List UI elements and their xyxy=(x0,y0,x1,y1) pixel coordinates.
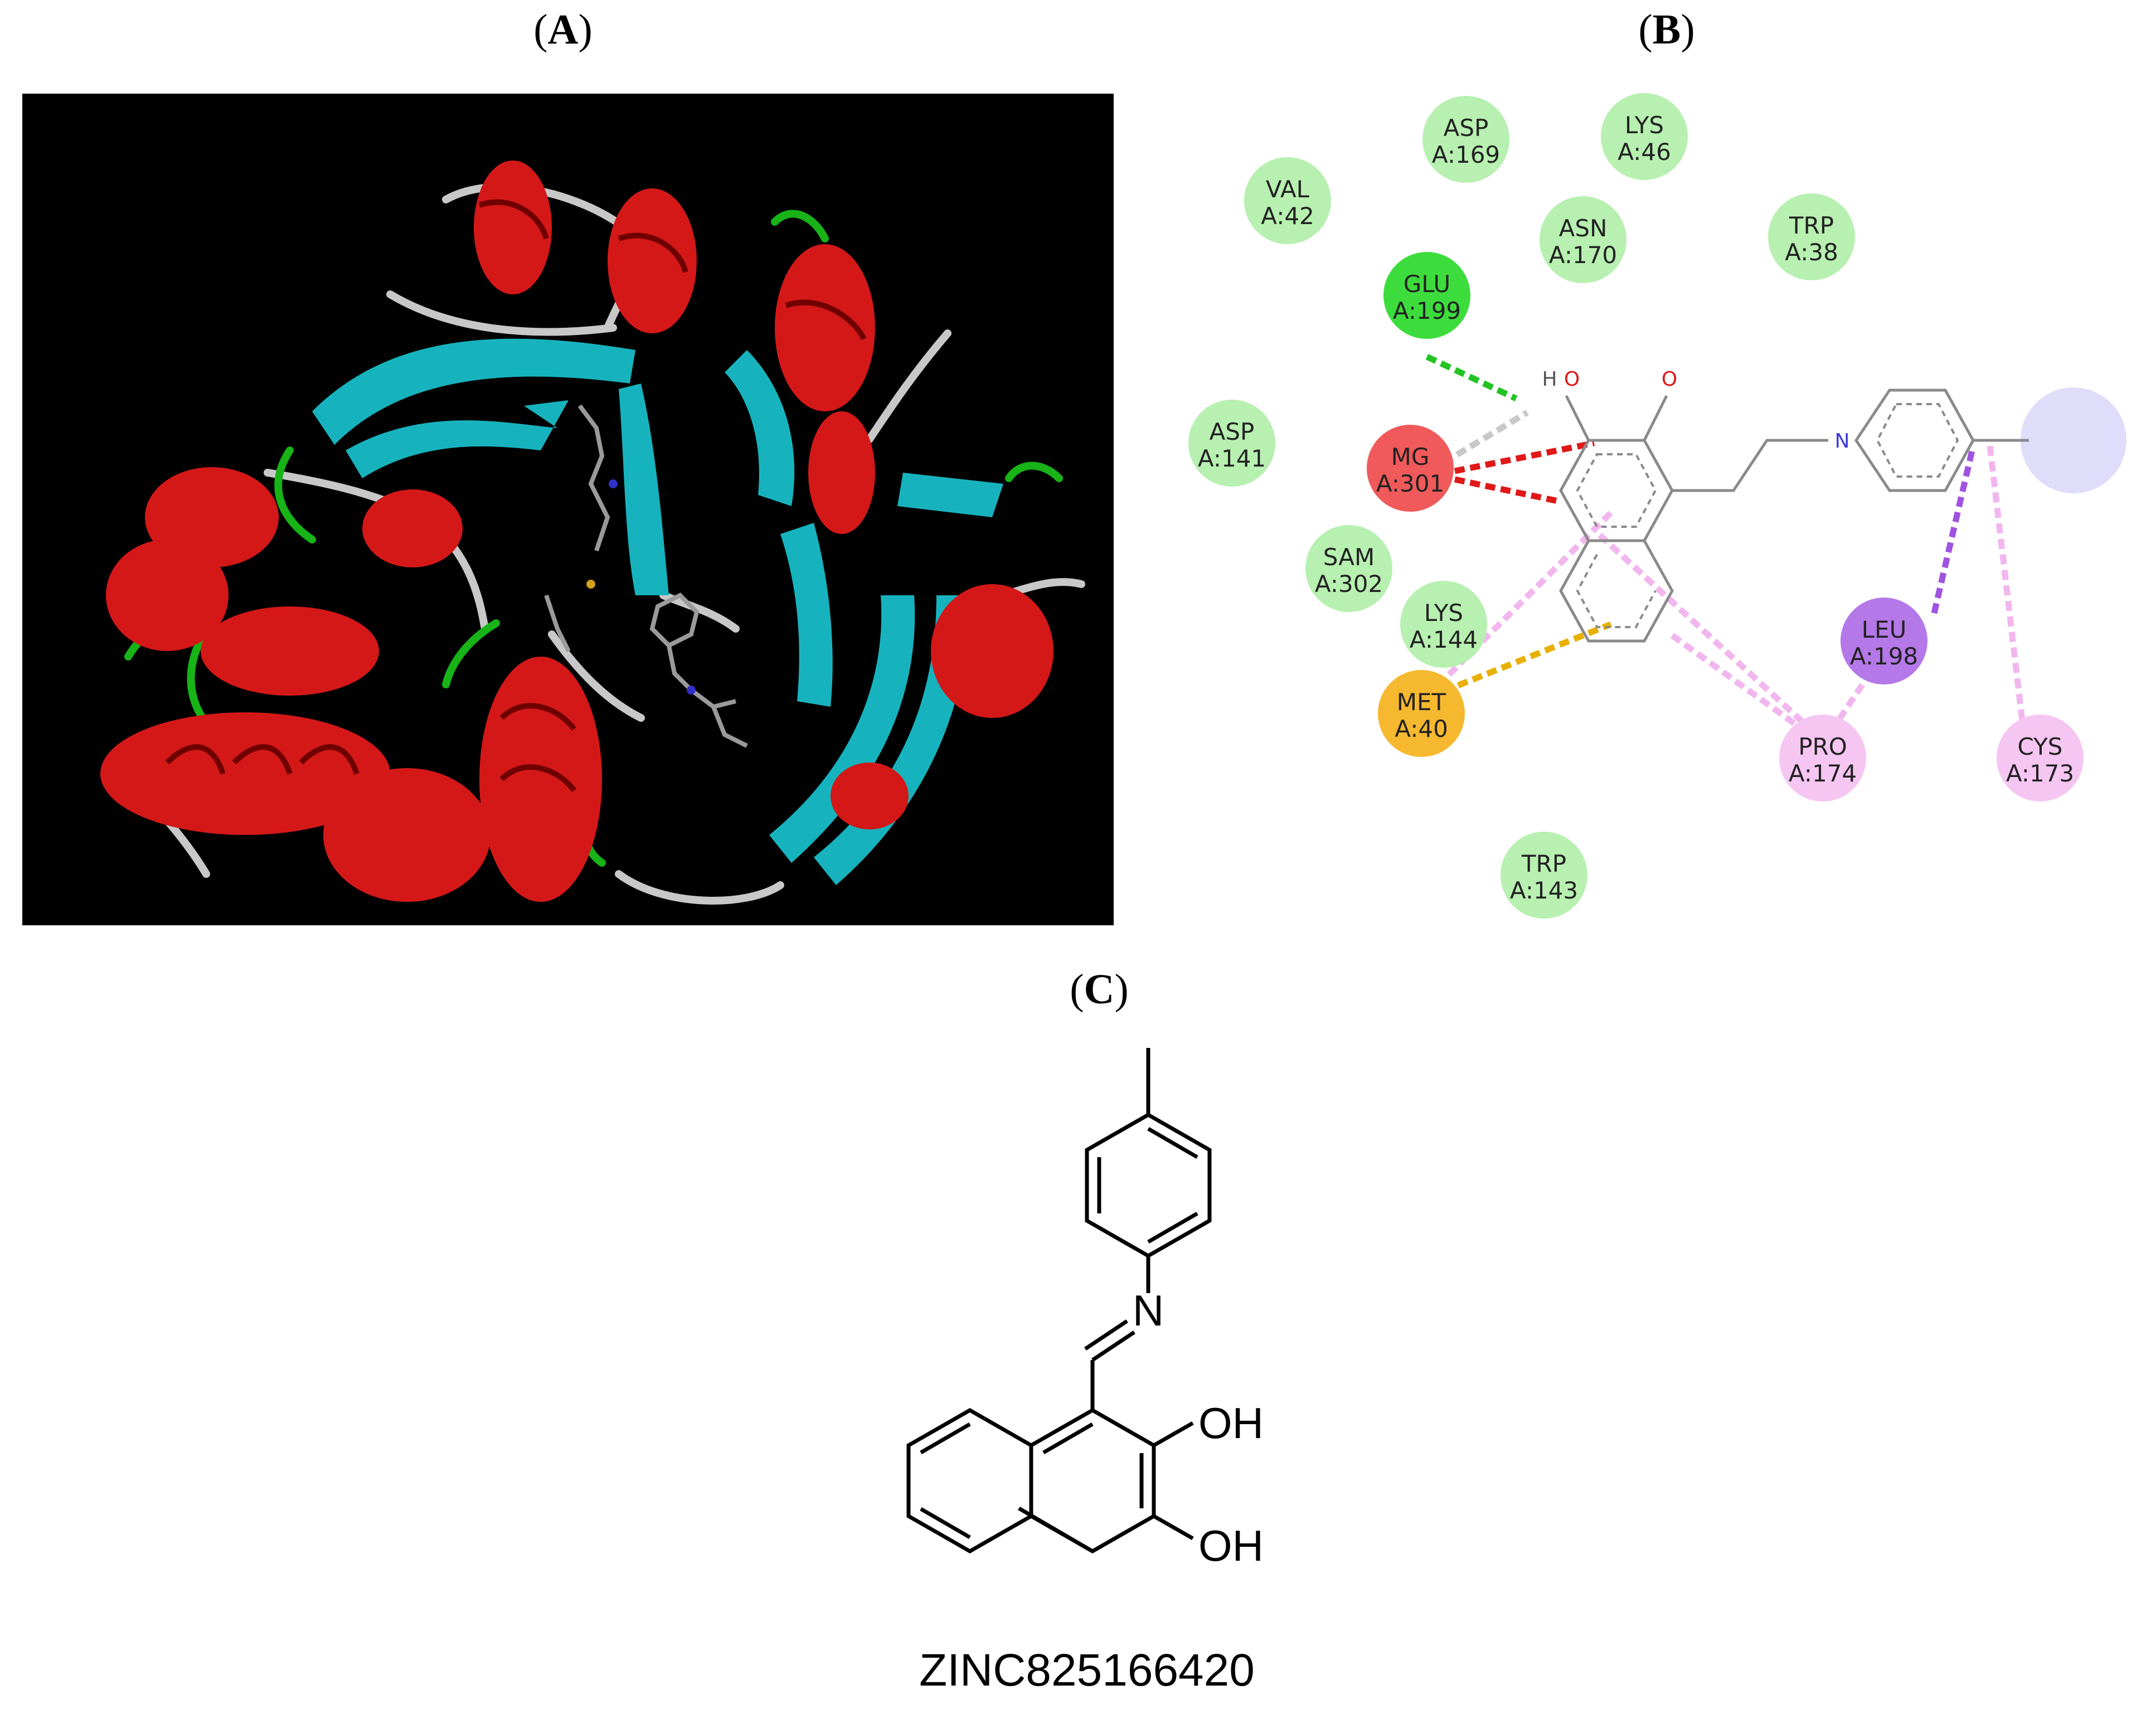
helix-shading xyxy=(165,199,867,793)
residue-location: A:169 xyxy=(1432,141,1500,168)
residue-name: LEU xyxy=(1862,616,1907,643)
panel-c-label: (C) xyxy=(1070,966,1129,1013)
residue-location: A:170 xyxy=(1549,241,1617,269)
residue-disc xyxy=(1244,157,1331,244)
residue-disc xyxy=(1367,425,1454,512)
residue-name: MG xyxy=(1391,443,1430,470)
residue-name: TRP xyxy=(1789,212,1834,239)
residue-disc xyxy=(1768,193,1855,280)
alpha-helices xyxy=(100,161,1053,902)
residue-name: LYS xyxy=(1424,599,1463,627)
residue-disc xyxy=(1501,832,1587,919)
compound-id-label: ZINC825166420 xyxy=(919,1645,1255,1696)
residue-name: VAL xyxy=(1266,176,1310,203)
pi-alkyl-line-cys xyxy=(1987,445,2027,731)
residue-location: A:174 xyxy=(1789,760,1857,787)
residue-name: PRO xyxy=(1798,733,1847,760)
residue-location: A:141 xyxy=(1198,445,1266,472)
residue-location: A:301 xyxy=(1376,470,1444,497)
residue-name: MET xyxy=(1397,688,1446,716)
residue-name: LYS xyxy=(1625,111,1664,139)
pi-alkyl-line-pro-2 xyxy=(1670,633,1814,739)
nitrogen-label: N xyxy=(1133,1286,1164,1335)
residue-mg301: MGA:301 xyxy=(1367,425,1454,512)
residue-location: A:46 xyxy=(1618,138,1671,166)
interaction-lines xyxy=(1425,354,2027,739)
residue-disc xyxy=(1841,598,1927,684)
residue-location: A:198 xyxy=(1850,643,1918,670)
residue-name: CYS xyxy=(2018,733,2063,760)
pi-sulfur-line xyxy=(1442,621,1613,695)
atom-o2: O xyxy=(1662,368,1677,391)
residue-location: A:42 xyxy=(1261,202,1314,230)
atom-h: H xyxy=(1542,368,1557,391)
pi-sigma-line-leu xyxy=(1931,445,1977,614)
panel-b-letter: B xyxy=(1652,6,1681,53)
residue-location: A:302 xyxy=(1315,570,1383,598)
residue-location: A:40 xyxy=(1395,715,1448,742)
residue-disc xyxy=(1779,715,1866,802)
sulfur-atoms xyxy=(586,580,595,589)
residue-disc xyxy=(1997,715,2084,802)
residue-location: A:38 xyxy=(1785,239,1838,266)
hydroxyl-bottom-label: OH xyxy=(1198,1521,1264,1570)
metal-line-1 xyxy=(1454,440,1595,474)
panel-a-letter: A xyxy=(547,6,579,53)
residue-disc xyxy=(1601,93,1688,180)
residue-name: SAM xyxy=(1323,543,1375,571)
carbon-hbond-line-mg301 xyxy=(1442,410,1529,465)
panel-b-label: (B) xyxy=(1638,6,1695,53)
residue-location: A:173 xyxy=(2006,760,2074,787)
atom-o1: O xyxy=(1564,368,1580,391)
residue-location: A:199 xyxy=(1393,297,1461,324)
hbond-line-glu199 xyxy=(1425,354,1518,401)
residue-disc xyxy=(1383,252,1470,339)
residue-disc xyxy=(1400,581,1487,668)
hydroxyl-top-label: OH xyxy=(1198,1399,1264,1448)
residue-name: ASN xyxy=(1559,215,1608,242)
residue-name: ASP xyxy=(1210,418,1255,445)
residue-disc xyxy=(1305,525,1392,612)
panel-a-label: (A) xyxy=(533,6,593,53)
beta-strands xyxy=(312,338,1003,885)
panel-c-letter: C xyxy=(1084,966,1115,1013)
pi-alkyl-line-pro-1 xyxy=(1597,532,1814,733)
residue-location: A:143 xyxy=(1510,877,1578,904)
nitrogen-atoms xyxy=(609,479,696,695)
chemical-structure: N OH OH xyxy=(906,1048,1264,1570)
residue-disc xyxy=(1378,670,1465,757)
residue-disc xyxy=(1540,196,1626,283)
residue-location: A:144 xyxy=(1410,626,1478,653)
aromatic-rings xyxy=(1576,403,1959,628)
residue-name: TRP xyxy=(1521,850,1566,877)
protein-ribbon-image xyxy=(22,94,1114,925)
ligand-skeleton xyxy=(1559,389,2029,643)
solvent-halo xyxy=(2021,387,2126,493)
residue-name: ASP xyxy=(1444,114,1489,142)
residue-name: GLU xyxy=(1404,270,1451,298)
residue-disc xyxy=(1188,400,1275,487)
atom-n: N xyxy=(1835,430,1850,453)
metal-line-2 xyxy=(1454,476,1562,505)
residue-disc xyxy=(1422,96,1509,183)
structure-bonds xyxy=(906,1048,1212,1554)
